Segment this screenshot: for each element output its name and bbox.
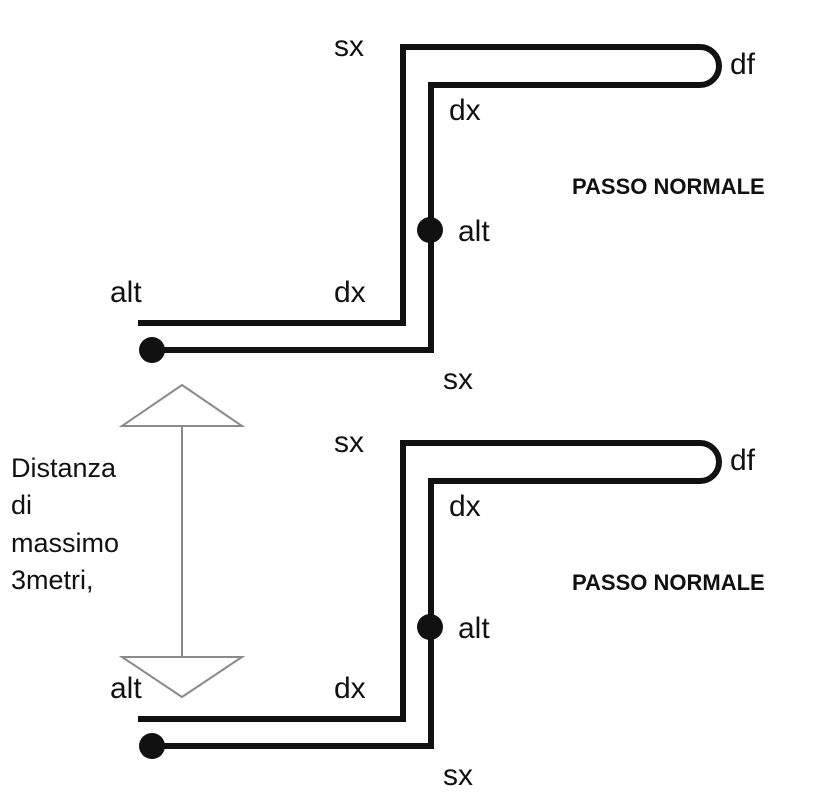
- label-sx-bottom: sx: [443, 363, 473, 396]
- alt-dot-middle: [417, 217, 443, 243]
- label-alt-left: alt: [110, 276, 142, 309]
- label-dx-left: dx: [334, 276, 366, 309]
- distance-note-line-4: 3metri,: [11, 565, 94, 595]
- distance-double-arrow: [118, 383, 246, 699]
- step-diagram-bottom: sx df dx PASSO NORMALE alt alt dx sx: [110, 426, 765, 792]
- distance-note: Distanza di massimo 3metri,: [11, 453, 119, 595]
- left-foot-path: [138, 44, 722, 353]
- start-dot-left: [139, 337, 165, 363]
- caption-passo-normale: PASSO NORMALE: [572, 570, 765, 595]
- label-df: df: [730, 48, 756, 81]
- alt-dot-middle: [417, 614, 443, 640]
- distance-note-line-1: Distanza: [11, 453, 117, 483]
- label-df: df: [730, 444, 756, 477]
- label-alt-middle: alt: [458, 215, 490, 248]
- label-sx-bottom: sx: [443, 759, 473, 792]
- label-sx-top: sx: [334, 426, 364, 459]
- arrowhead-down: [118, 656, 246, 699]
- label-dx-right: dx: [449, 94, 481, 127]
- label-sx-top: sx: [334, 30, 364, 63]
- label-alt-left: alt: [110, 672, 142, 705]
- start-dot-left: [139, 733, 165, 759]
- caption-passo-normale: PASSO NORMALE: [572, 174, 765, 199]
- left-foot-path: [138, 440, 722, 749]
- arrowhead-up: [118, 383, 246, 427]
- distance-note-line-3: massimo: [11, 528, 119, 558]
- distance-note-line-2: di: [11, 490, 32, 520]
- label-dx-left: dx: [334, 672, 366, 705]
- label-alt-middle: alt: [458, 612, 490, 645]
- step-diagram-top: sx df dx PASSO NORMALE alt alt dx sx: [110, 30, 765, 396]
- label-dx-right: dx: [449, 490, 481, 523]
